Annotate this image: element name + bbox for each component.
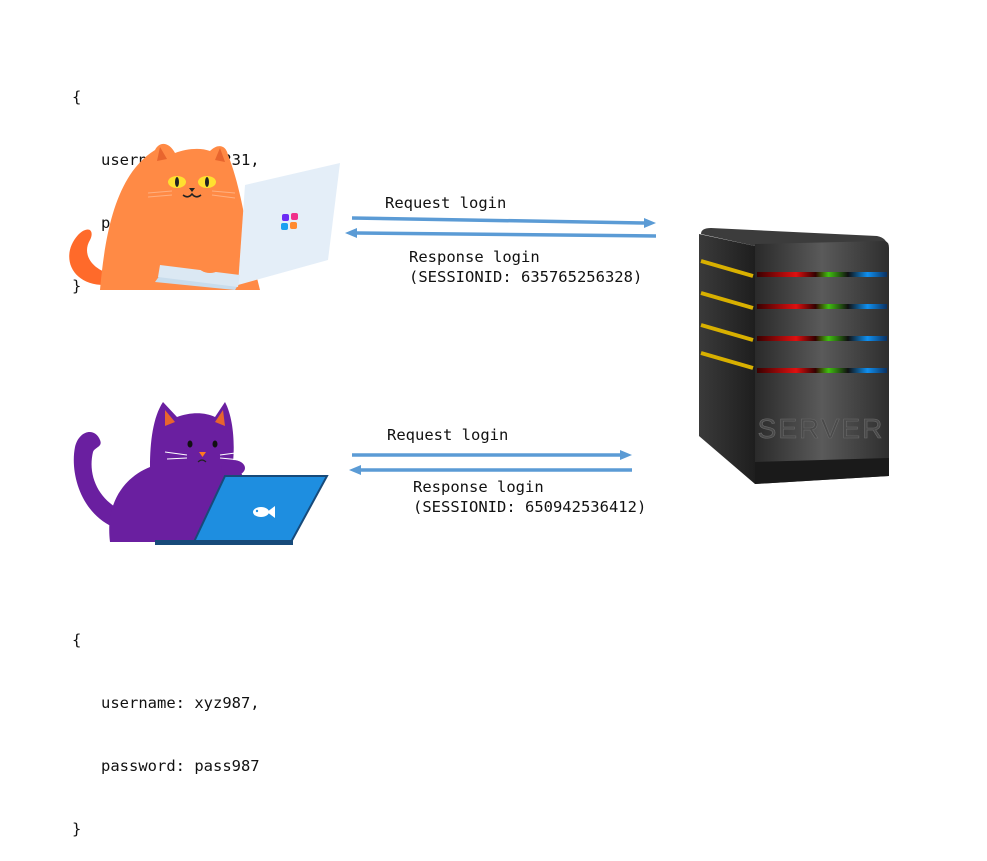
password-line: password: pass987 — [101, 757, 260, 775]
close-brace: } — [72, 820, 82, 838]
request-arrow-bottom — [352, 450, 632, 460]
cat-tail — [73, 431, 125, 527]
cat-body — [100, 143, 260, 290]
response-arrow-bottom — [349, 465, 632, 475]
open-brace: { — [72, 631, 82, 649]
server-top — [701, 228, 887, 246]
cat-eye-left — [187, 440, 193, 448]
request-label-bottom: Request login — [387, 426, 509, 444]
front-led-strips — [757, 272, 887, 373]
fish-icon — [253, 506, 275, 518]
orange-cat-laptop-illustration — [69, 143, 340, 290]
session-id-bottom: (SESSIONID: 650942536412) — [413, 498, 647, 516]
response-arrow-top — [345, 228, 657, 238]
request-label-top: Request login — [385, 194, 507, 212]
server-front — [755, 241, 889, 484]
laptop-base — [155, 540, 293, 545]
response-label-bottom: Response login — [413, 478, 544, 496]
laptop-screen — [238, 163, 340, 285]
close-brace: } — [72, 277, 82, 295]
purple-cat-laptop-illustration — [73, 402, 329, 545]
credentials-block-bottom: { username: xyz987, password: pass987 } — [72, 588, 260, 861]
side-led-strips — [700, 259, 754, 370]
server-label: SERVER — [758, 413, 885, 444]
open-brace: { — [72, 88, 82, 106]
server-illustration: SERVER — [699, 228, 889, 484]
request-arrow-top — [351, 216, 656, 228]
cat-tail — [69, 229, 115, 285]
username-line: username: xyz987, — [101, 694, 260, 712]
app-logo-icon — [281, 213, 298, 230]
cat-eye-right — [212, 440, 218, 448]
session-id-top: (SESSIONID: 635765256328) — [409, 268, 643, 286]
response-label-top: Response login — [409, 248, 540, 266]
